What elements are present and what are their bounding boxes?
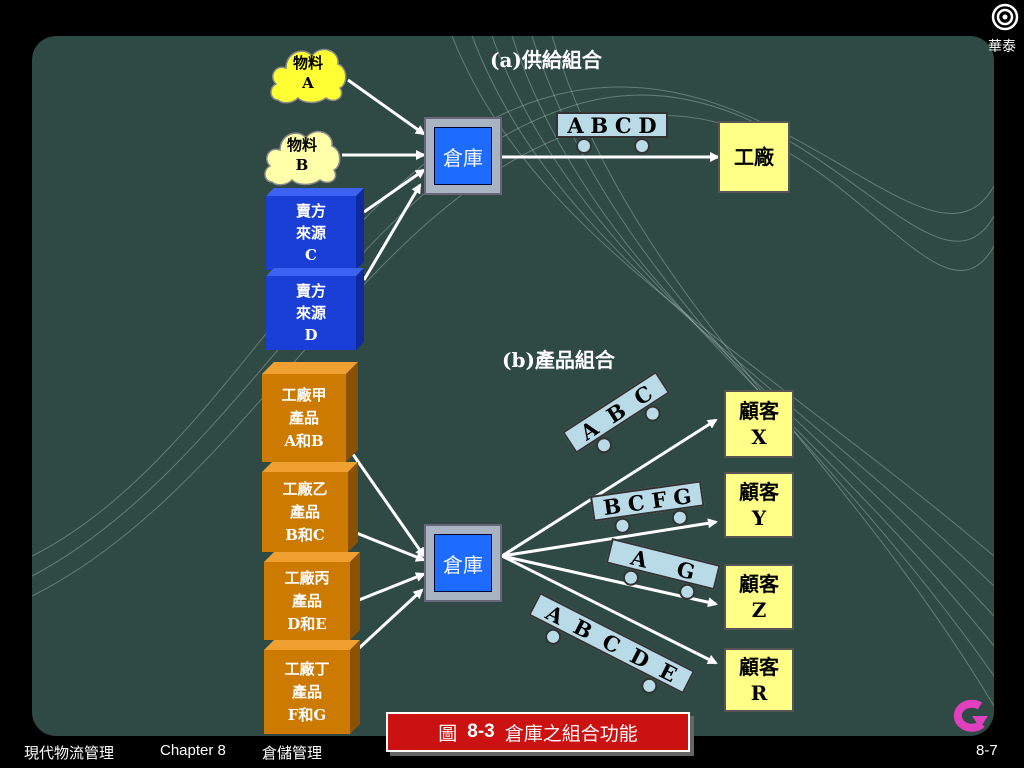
- warehouse-b-label: 倉庫: [434, 534, 492, 592]
- factory-yi-line3: B和C: [285, 525, 325, 544]
- factory-bing-line3: D和E: [287, 614, 327, 633]
- customer-r-label: 顧客: [739, 655, 779, 679]
- customer-z-id: Z: [751, 598, 767, 622]
- cart-y-item: C: [626, 489, 647, 517]
- warehouse-a-label: 倉庫: [434, 127, 492, 185]
- customer-r-box: 顧客 R: [724, 648, 794, 712]
- material-a-label: 物料: [292, 54, 323, 72]
- section-a-title: (a)供給組合: [490, 48, 602, 72]
- factory-bing-box: 工廠丙 產品 D和E: [264, 552, 360, 640]
- caption-prefix: 圖: [438, 723, 458, 745]
- caption-number: 8-3: [467, 721, 495, 742]
- factory-jia-line2: 產品: [288, 408, 319, 427]
- cart-y-item: F: [649, 486, 669, 513]
- publisher-name: 華泰: [988, 39, 1016, 55]
- cart-wheel: [576, 138, 592, 154]
- cart-z-item: G: [674, 555, 698, 585]
- customer-r-id: R: [750, 681, 768, 705]
- caption-text: 倉庫之組合功能: [504, 723, 638, 745]
- cart-wheel: [634, 138, 650, 154]
- slide-board: [32, 36, 994, 736]
- footer-topic: 倉儲管理: [262, 745, 323, 762]
- material-a-id: A: [302, 74, 314, 92]
- cart-r-item: E: [655, 657, 682, 687]
- factory-jia-line3: A和B: [284, 431, 324, 450]
- cloud-shape: [264, 130, 341, 186]
- seller-c-line3: C: [305, 246, 317, 264]
- customer-z-label: 顧客: [739, 572, 779, 596]
- cart-wheel: [613, 516, 632, 535]
- seller-d-line3: D: [304, 326, 318, 344]
- seller-d-line2: 來源: [295, 304, 326, 322]
- material-b-cloud: 物料 B: [262, 124, 342, 186]
- warehouse-b: 倉庫: [424, 524, 502, 602]
- seller-d-box: 賣方 來源 D: [266, 268, 364, 350]
- factory-ding-box: 工廠丁 產品 F和G: [264, 640, 360, 734]
- material-b-id: B: [295, 156, 309, 174]
- customer-x-label: 顧客: [739, 399, 779, 423]
- customer-z-box: 顧客 Z: [724, 564, 794, 630]
- publisher-logo: 華泰: [988, 2, 1022, 56]
- customer-y-id: Y: [751, 506, 767, 530]
- footer-book: 現代物流管理: [24, 745, 115, 762]
- seller-c-box: 賣方 來源 C: [266, 188, 364, 270]
- cart-a-item: C: [614, 112, 632, 138]
- cart-r-item: B: [569, 613, 597, 644]
- section-b-title: (b)產品組合: [502, 348, 615, 372]
- factory-ding-line1: 工廠丁: [284, 659, 330, 678]
- cart-y-item: G: [671, 482, 693, 510]
- page-number: 8-7: [976, 742, 998, 759]
- factory-yi-line1: 工廠乙: [282, 479, 328, 498]
- material-a-cloud: 物料 A: [268, 42, 348, 104]
- customer-y-box: 顧客 Y: [724, 472, 794, 538]
- return-nav-button[interactable]: [950, 698, 990, 734]
- factory-bing-line2: 產品: [291, 591, 322, 610]
- factory-ding-line2: 產品: [291, 682, 322, 701]
- cloud-shape: [270, 48, 347, 104]
- customer-y-label: 顧客: [739, 480, 779, 504]
- cart-a-item: D: [638, 112, 657, 138]
- seller-d-line1: 賣方: [295, 282, 326, 300]
- factory-yi-box: 工廠乙 產品 B和C: [262, 462, 358, 552]
- factory-yi-line2: 產品: [289, 502, 320, 521]
- warehouse-a: 倉庫: [424, 117, 502, 195]
- factory-box: 工廠: [718, 121, 790, 193]
- material-b-label: 物料: [286, 136, 317, 154]
- cart-z-item: A: [628, 544, 651, 573]
- factory-label: 工廠: [734, 145, 774, 169]
- footer-chapter: Chapter 8: [160, 742, 226, 759]
- cart-r-item: C: [598, 628, 625, 658]
- spiral-icon: [991, 3, 1019, 31]
- return-arrow-icon: [953, 699, 988, 732]
- cart-a-item: B: [590, 112, 609, 138]
- factory-jia-line1: 工廠甲: [281, 385, 327, 404]
- factory-jia-box: 工廠甲 產品 A和B: [262, 362, 358, 462]
- factory-ding-line3: F和G: [287, 705, 327, 724]
- cart-a-item: A: [567, 112, 584, 138]
- customer-x-box: 顧客 X: [724, 390, 794, 458]
- cart-a: A B C D: [556, 112, 668, 156]
- cart-r-item: A: [542, 599, 568, 630]
- seller-c-line1: 賣方: [295, 202, 326, 220]
- cart-y-item: B: [601, 492, 623, 520]
- seller-c-line2: 來源: [295, 224, 326, 242]
- factory-bing-line1: 工廠丙: [284, 568, 330, 587]
- figure-caption: 圖 8-3 倉庫之組合功能: [386, 712, 690, 752]
- customer-x-id: X: [751, 425, 767, 449]
- cart-wheel: [670, 508, 689, 527]
